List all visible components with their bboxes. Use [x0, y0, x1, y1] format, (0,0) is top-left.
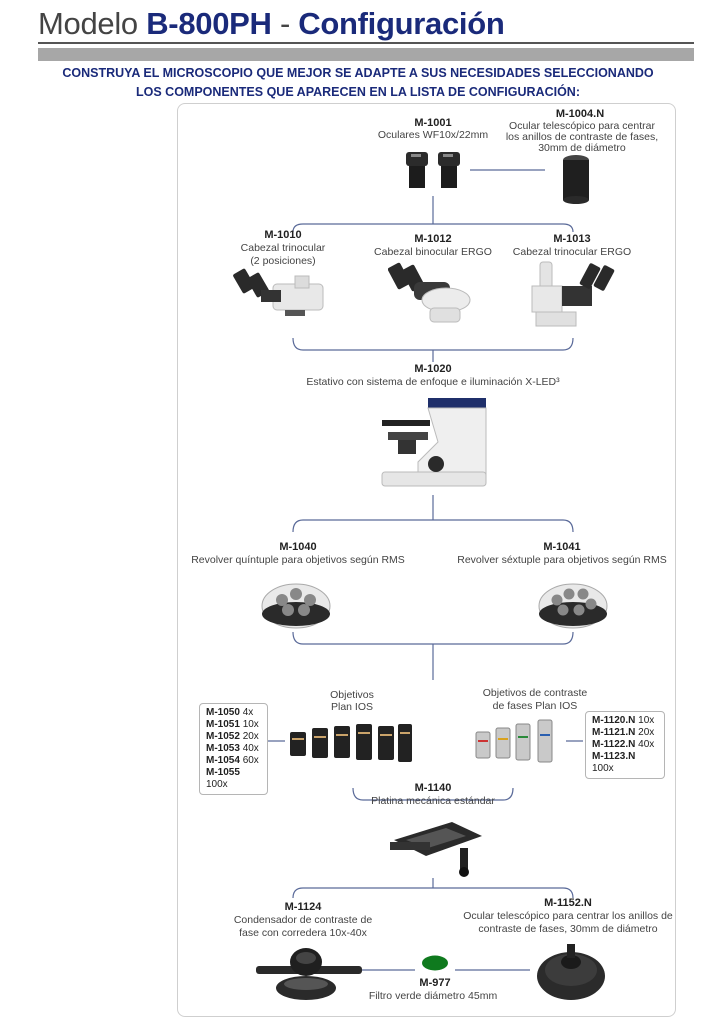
plan-objectives-image — [290, 724, 412, 762]
intro-line-1: CONSTRUYA EL MICROSCOPIO QUE MEJOR SE AD… — [62, 66, 654, 80]
m1004n-desc-1: Ocular telescópico para centrar — [509, 120, 655, 132]
legend-row: M-1054 60x — [206, 755, 259, 766]
m1124-code: M-1124 — [284, 901, 322, 913]
m1040-code: M-1040 — [279, 541, 317, 553]
m1152n-desc-2: contraste de fases, 30mm de diámetro — [478, 923, 658, 935]
sextuple-nosepiece-image — [538, 583, 608, 629]
m1004n-code: M-1004.N — [555, 108, 605, 120]
intro-line-2: LOS COMPONENTES QUE APARECEN EN LA LISTA… — [136, 85, 580, 99]
model-prefix: Modelo — [38, 6, 138, 41]
m1124-desc-2: fase con corredera 10x-40x — [239, 927, 367, 939]
m1012-desc: Cabezal binocular ERGO — [374, 246, 492, 258]
legend-row: M-1122.N 40x — [592, 739, 655, 750]
configuration-frame — [177, 103, 676, 1017]
ergo-trinocular-head-image — [531, 261, 615, 327]
phase-objectives-label-1: Objetivos de contraste — [482, 687, 588, 699]
objectives-label-1: Objetivos — [330, 689, 374, 701]
m1040-desc: Revolver quíntuple para objetivos según … — [191, 554, 405, 566]
mechanical-stage-image — [390, 822, 482, 877]
m1010-desc-2: (2 posiciones) — [250, 255, 316, 267]
binocular-head-image — [388, 262, 471, 323]
legend-row: M-1050 4x — [206, 707, 254, 718]
m1001-code: M-1001 — [414, 117, 452, 129]
eyepieces-image — [406, 152, 460, 188]
m1041-desc: Revolver séxtuple para objetivos según R… — [457, 554, 667, 566]
legend-row: M-1055 100x — [206, 767, 240, 790]
m1013-code: M-1013 — [553, 233, 591, 245]
m1152n-code: M-1152.N — [544, 897, 592, 909]
telescopic-eyepiece-image — [563, 155, 589, 204]
m1152n-desc-1: Ocular telescópico para centrar los anil… — [463, 910, 673, 922]
header-bar — [38, 48, 694, 61]
m1010-code: M-1010 — [264, 229, 302, 241]
turret-condenser-image — [537, 944, 605, 1000]
m1013-desc: Cabezal trinocular ERGO — [512, 246, 632, 258]
m1124-desc-1: Condensador de contraste de — [233, 914, 373, 926]
legend-row: M-1053 40x — [206, 743, 259, 754]
objectives-label-2: Plan IOS — [330, 701, 374, 713]
section-title: Configuración — [298, 6, 505, 41]
m977-code: M-977 — [419, 977, 451, 989]
legend-row: M-1052 20x — [206, 731, 259, 742]
quintuple-nosepiece-image — [261, 583, 331, 629]
phase-objectives-legend: M-1120.N 10x M-1121.N 20x M-1122.N 40x M… — [585, 711, 665, 779]
m977-desc: Filtro verde diámetro 45mm — [368, 990, 498, 1002]
microscope-stand-image — [381, 398, 487, 487]
m1020-desc: Estativo con sistema de enfoque e ilumin… — [306, 376, 560, 388]
page-title: Modelo B-800PH - Configuración — [38, 6, 505, 42]
model-name: B-800PH — [146, 6, 272, 41]
legend-row: M-1123.N 100x — [592, 751, 636, 774]
m1140-code: M-1140 — [414, 782, 452, 794]
header-underline — [38, 42, 694, 44]
plan-objectives-legend: M-1050 4x M-1051 10x M-1052 20x M-1053 4… — [199, 703, 268, 795]
legend-row: M-1051 10x — [206, 719, 259, 730]
trinocular-head-image — [233, 268, 324, 316]
phase-objectives-label-2: de fases Plan IOS — [492, 700, 578, 712]
m1004n-desc-3: 30mm de diámetro — [538, 142, 626, 154]
m1001-desc: Oculares WF10x/22mm — [377, 129, 489, 141]
m1041-code: M-1041 — [543, 541, 581, 553]
phase-condenser-image — [256, 948, 362, 1000]
m1012-code: M-1012 — [414, 233, 452, 245]
title-separator: - — [279, 6, 290, 41]
m1020-code: M-1020 — [414, 363, 452, 375]
m1004n-desc-2: los anillos de contraste de fases, — [505, 131, 659, 143]
legend-row: M-1120.N 10x — [592, 715, 655, 726]
m1010-desc-1: Cabezal trinocular — [240, 242, 326, 254]
legend-row: M-1121.N 20x — [592, 727, 655, 738]
m1140-desc: Platina mecánica estándar — [371, 795, 495, 807]
green-filter-image — [422, 955, 448, 971]
phase-objectives-image — [475, 719, 553, 763]
